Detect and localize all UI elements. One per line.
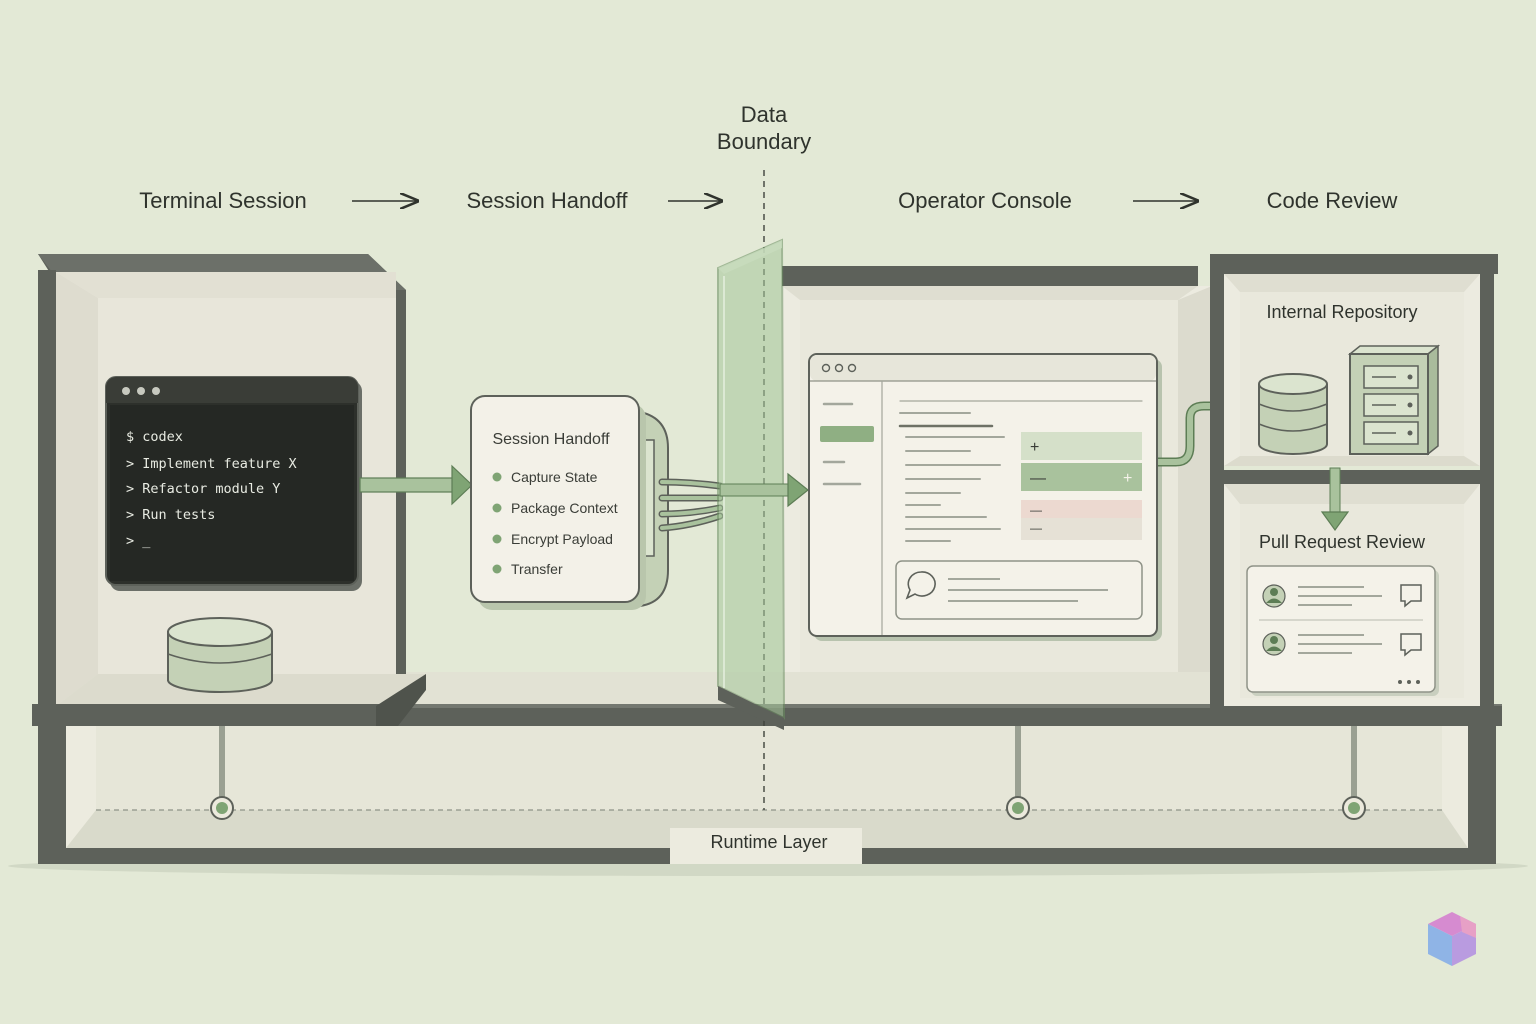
terminal-line: > Refactor module Y	[126, 481, 280, 497]
window-dot-icon	[834, 363, 844, 373]
runtime-connector-2	[1006, 726, 1030, 820]
diff-panel: + — + — —	[1021, 432, 1142, 540]
window-dot-icon	[137, 387, 145, 395]
window-dot-icon	[847, 363, 857, 373]
boundary-label-line2: Boundary	[717, 129, 811, 154]
logo-cube-icon	[1428, 912, 1476, 966]
handoff-step: Capture State	[511, 469, 598, 485]
session-handoff-card: Session Handoff Capture State Package Co…	[470, 395, 669, 610]
stage-label-review: Code Review	[1267, 188, 1398, 213]
step-bullet-icon	[492, 503, 502, 513]
stage-label-console: Operator Console	[898, 188, 1072, 213]
step-bullet-icon	[492, 564, 502, 574]
minus-icon: —	[1030, 521, 1042, 535]
window-dot-icon	[152, 387, 160, 395]
more-options-icon	[1398, 680, 1420, 684]
stage-label-handoff: Session Handoff	[466, 188, 628, 213]
diff-removed-line	[1021, 500, 1142, 518]
stage-label-terminal: Terminal Session	[139, 188, 307, 213]
flow-arrow-boundary-console	[719, 472, 809, 508]
local-database-icon	[167, 617, 273, 693]
console-sidebar	[822, 402, 862, 486]
handoff-step: Encrypt Payload	[511, 531, 613, 547]
terminal-line: $ codex	[126, 429, 183, 445]
terminal-window: $ codex > Implement feature X > Refactor…	[105, 376, 362, 591]
transfer-cables	[658, 478, 724, 532]
plus-icon: +	[1030, 439, 1039, 456]
terminal-line: > Run tests	[126, 507, 215, 523]
diff-added-line	[1021, 463, 1142, 491]
runtime-label-plate	[670, 828, 862, 864]
terminal-cabinet	[32, 254, 426, 726]
handoff-step: Package Context	[511, 500, 618, 516]
terminal-line: > Implement feature X	[126, 456, 297, 472]
comment-icon	[1400, 584, 1422, 608]
diff-removed-line	[1021, 518, 1142, 540]
runtime-connector-1	[210, 726, 234, 820]
review-comment-row	[1262, 632, 1422, 657]
plus-icon: +	[1123, 470, 1132, 487]
diff-added-line	[1021, 432, 1142, 460]
console-comment-box	[895, 560, 1143, 620]
window-dot-icon	[122, 387, 130, 395]
comment-icon	[1400, 633, 1422, 657]
runtime-layer: Runtime Layer	[38, 726, 1496, 864]
step-bullet-icon	[492, 534, 502, 544]
terminal-line: > _	[126, 533, 151, 549]
console-sidebar-active-item	[820, 426, 874, 442]
operator-console-window: + — + — —	[808, 353, 1162, 641]
handoff-step: Transfer	[511, 561, 563, 577]
runtime-connector-3	[1342, 726, 1366, 820]
window-dot-icon	[821, 363, 831, 373]
boundary-label-line1: Data	[741, 102, 788, 127]
handoff-card-title: Session Handoff	[492, 431, 610, 448]
pull-request-title: Pull Request Review	[1259, 532, 1426, 552]
minus-icon: —	[1030, 470, 1046, 487]
repository-database-icon	[1258, 373, 1328, 455]
chat-bubble-icon	[905, 571, 936, 600]
repository-title: Internal Repository	[1266, 302, 1417, 322]
repository-server-icon	[1347, 344, 1441, 456]
boundary-glass-panel	[717, 238, 786, 720]
pull-request-card	[1246, 565, 1439, 696]
step-bullet-icon	[492, 472, 502, 482]
console-code-lines	[898, 400, 1143, 542]
minus-icon: —	[1030, 503, 1042, 517]
review-comment-row	[1262, 584, 1422, 608]
runtime-layer-label: Runtime Layer	[710, 832, 827, 852]
flow-arrow-repository-review	[1320, 467, 1350, 532]
flow-arrow-terminal-handoff	[359, 464, 473, 506]
